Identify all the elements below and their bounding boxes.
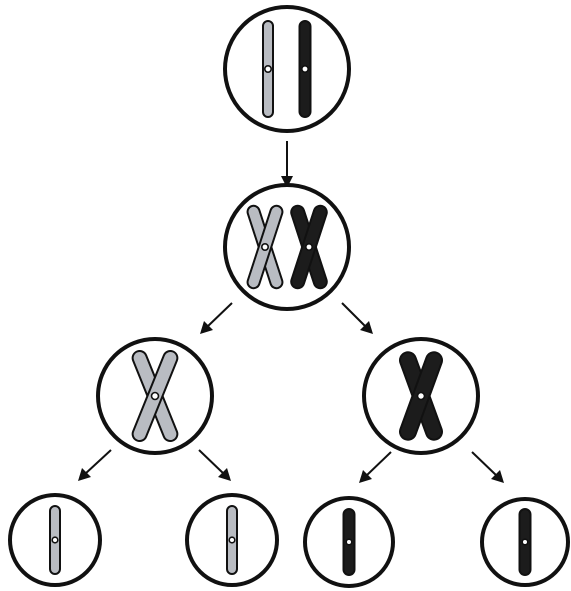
arrow-duplicated-to-dark-cell: [341, 302, 373, 334]
dark-chromosome-pair: [399, 351, 443, 441]
duplicated-cell: [223, 183, 351, 311]
arrow-duplicated-to-light-cell: [200, 302, 233, 334]
dark-chromosome-single: [342, 508, 356, 576]
gamete-3: [303, 496, 395, 588]
light-chromosome-pair: [246, 204, 284, 290]
light-chromosome-single: [226, 505, 238, 575]
gamete-4: [480, 497, 570, 587]
light-chromosome-single: [262, 20, 274, 118]
parent-cell-membrane: [223, 5, 351, 133]
light-chromosome-single: [49, 505, 61, 575]
dark-chromosome-single: [298, 20, 312, 118]
arrow-light-cell-to-gamete-1: [78, 449, 112, 481]
dark-chromosome-pair: [290, 204, 328, 290]
arrow-light-cell-to-gamete-2: [198, 449, 231, 481]
dark-chromosome-single: [518, 508, 532, 576]
parent-cell: [223, 5, 351, 133]
light-chromosome-pair: [131, 349, 179, 443]
light-daughter-cell: [96, 337, 214, 455]
arrow-parent-to-duplicated: [281, 141, 293, 188]
gamete-2: [185, 493, 279, 587]
duplicated-cell-membrane: [223, 183, 351, 311]
dark-daughter-cell: [362, 337, 480, 455]
arrows: [78, 141, 504, 483]
gamete-1: [8, 493, 102, 587]
arrow-dark-cell-to-gamete-3: [359, 451, 392, 483]
arrow-dark-cell-to-gamete-4: [471, 451, 504, 483]
